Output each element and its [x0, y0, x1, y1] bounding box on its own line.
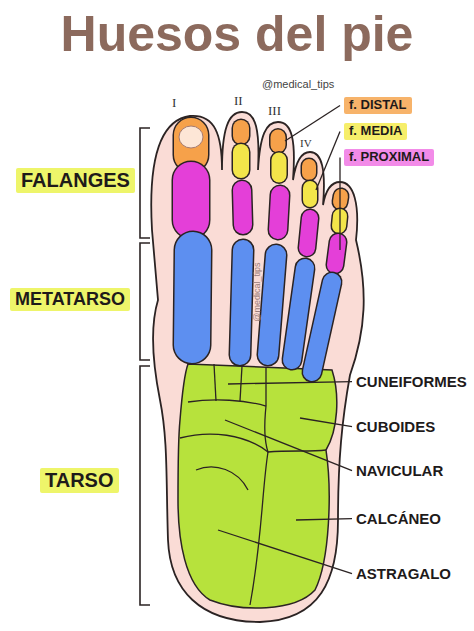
leader-line [225, 420, 352, 471]
bone-name: ASTRAGALO [356, 565, 451, 582]
foot-bone [309, 166, 310, 173]
bone-edge [335, 242, 338, 265]
bone-seam [180, 434, 268, 452]
bone-edge [268, 255, 276, 355]
foot-bone [268, 255, 276, 355]
bone-seam [188, 400, 266, 406]
leader-line [316, 131, 340, 190]
region-bracket [140, 366, 150, 605]
bone-fill [233, 128, 249, 136]
region-label: METATARSO [10, 288, 130, 311]
foot-bone [307, 218, 310, 248]
foot-bone [278, 195, 280, 230]
bone-edge [307, 218, 310, 248]
foot-bone [310, 188, 311, 200]
bone-fill [312, 282, 332, 372]
bone-seam [250, 452, 268, 605]
bone-name: CALCÁNEO [356, 510, 441, 527]
leader-line [300, 418, 352, 427]
bone-fill [268, 255, 276, 355]
bone-edge [240, 250, 243, 355]
foot-bone [292, 268, 305, 360]
bone-edge [292, 268, 305, 360]
toe-number: II [234, 94, 243, 109]
foot-bone [191, 180, 192, 220]
bone-name: CUBOIDES [356, 418, 435, 435]
bone-edge [232, 128, 251, 136]
bone-seam [196, 467, 248, 490]
bone-fill [303, 188, 317, 200]
leader-line [285, 105, 340, 141]
foot-bone [278, 137, 279, 145]
bone-fill [292, 268, 305, 360]
bone-edge [192, 250, 193, 345]
foot-bone [240, 250, 243, 355]
bone-fill [335, 242, 338, 265]
foot-outline [151, 112, 363, 622]
bone-fill [242, 190, 243, 225]
bone-edge [278, 195, 280, 230]
leader-line [228, 382, 352, 384]
bone-name: CUNEIFORMES [356, 373, 467, 390]
leader-line [339, 157, 340, 250]
toe-number: I [172, 96, 176, 111]
bone-edge [312, 282, 332, 372]
foot-bone [279, 160, 280, 175]
foot-bone [241, 128, 242, 136]
foot-bone [242, 190, 243, 225]
bone-fill [173, 180, 209, 220]
foot-bone [312, 282, 332, 372]
diagram-title: Huesos del pie [0, 6, 474, 64]
leader-line [296, 519, 352, 520]
toenail [179, 126, 203, 148]
bone-seam [214, 364, 216, 401]
bone-fill [271, 137, 286, 145]
bone-edge [172, 180, 211, 220]
bone-fill [240, 250, 243, 355]
bone-name: NAVICULAR [356, 462, 443, 479]
bone-fill [302, 166, 316, 173]
region-bracket [140, 243, 150, 360]
region-bracket [140, 128, 150, 238]
leader-line [218, 530, 352, 574]
bone-fill [278, 195, 280, 230]
foot-bone [335, 242, 338, 265]
author-handle: @medical_tips [262, 78, 334, 91]
phalanx-label: f. MEDIA [344, 123, 407, 140]
bone-edge [270, 160, 288, 175]
region-label: TARSO [40, 468, 119, 493]
tarsal-bones [178, 364, 337, 608]
bone-edge [232, 152, 251, 170]
foot-bone [192, 250, 193, 345]
region-label: FALANGES [16, 168, 135, 193]
bone-fill [192, 250, 193, 345]
bone-edge [301, 166, 318, 173]
bone-edge [269, 137, 287, 145]
toe-number: III [268, 104, 281, 119]
bone-edge [242, 190, 243, 225]
foot-bone [241, 152, 242, 170]
phalanx-label: f. PROXIMAL [344, 149, 434, 166]
bone-fill [272, 160, 287, 175]
toe-number: IV [300, 137, 312, 150]
bone-fill [233, 152, 249, 170]
bone-fill [307, 218, 310, 248]
watermark: @medical_tips [253, 262, 263, 321]
phalanx-label: f. DISTAL [344, 97, 412, 114]
